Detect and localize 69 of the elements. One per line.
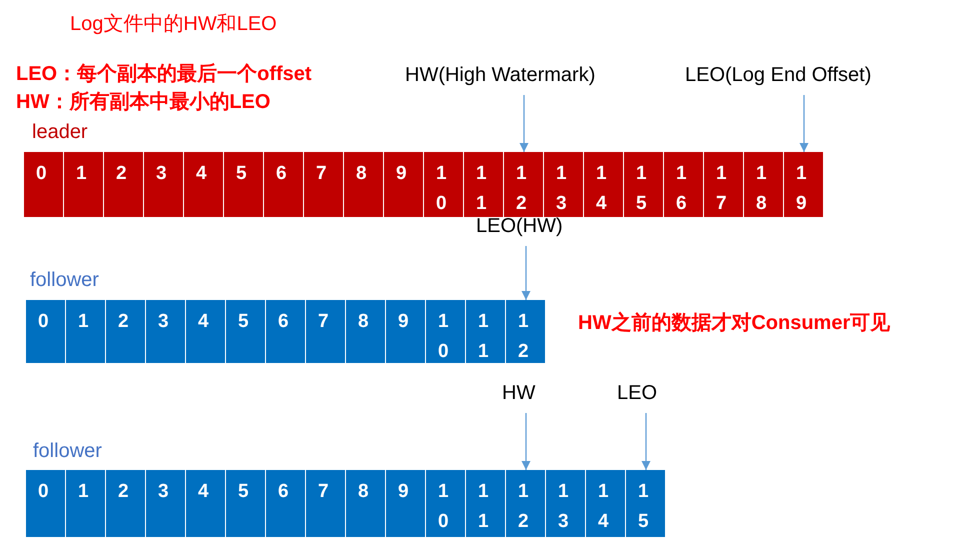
offset-cell: 7 — [304, 152, 344, 217]
offset-cell: 9 — [384, 152, 424, 217]
offset-cell: 4 — [186, 470, 226, 537]
offset-cell: 8 — [344, 152, 384, 217]
offset-cell: 7 — [306, 470, 346, 537]
offset-cell: 14 — [584, 152, 624, 217]
row-label: follower — [30, 269, 99, 292]
offset-cell: 2 — [104, 152, 144, 217]
offset-cell: 6 — [266, 300, 306, 363]
offset-cell: 6 — [264, 152, 304, 217]
pointer-label: LEO — [617, 382, 658, 405]
offset-cell: 19 — [784, 152, 824, 217]
arrow — [522, 246, 530, 300]
pointer-label: HW(High Watermark) — [405, 64, 596, 87]
log-bar — [26, 470, 666, 537]
offset-cell: 3 — [146, 470, 186, 537]
offset-cell: 9 — [386, 470, 426, 537]
arrow — [520, 95, 528, 152]
title: Log文件中的HW和LEO — [70, 12, 277, 37]
pointer-label: LEO(Log End Offset) — [685, 64, 872, 87]
offset-cell: 5 — [226, 470, 266, 537]
offset-cell: 8 — [346, 300, 386, 363]
row-label: follower — [33, 440, 102, 463]
offset-cell: 2 — [106, 300, 146, 363]
arrow — [642, 413, 650, 470]
offset-cell: 15 — [626, 470, 666, 537]
offset-cell: 9 — [386, 300, 426, 363]
offset-cell: 1 — [64, 152, 104, 217]
offset-cell: 3 — [146, 300, 186, 363]
offset-cell: 11 — [466, 470, 506, 537]
log-bar — [26, 300, 546, 363]
arrow — [522, 413, 530, 470]
offset-cell: 18 — [744, 152, 784, 217]
offset-cell: 7 — [306, 300, 346, 363]
offset-cell: 6 — [266, 470, 306, 537]
offset-cell: 11 — [464, 152, 504, 217]
offset-cell: 2 — [106, 470, 146, 537]
pointer-label: LEO(HW) — [476, 215, 563, 238]
offset-cell: 5 — [226, 300, 266, 363]
offset-cell: 0 — [26, 300, 66, 363]
arrow — [800, 95, 808, 152]
offset-cell: 16 — [664, 152, 704, 217]
offset-cell: 12 — [506, 470, 546, 537]
offset-cell: 0 — [24, 152, 64, 217]
offset-cell: 12 — [504, 152, 544, 217]
offset-cell: 4 — [184, 152, 224, 217]
offset-cell: 14 — [586, 470, 626, 537]
note-text: HW之前的数据才对Consumer可见 — [578, 310, 890, 336]
offset-cell: 10 — [424, 152, 464, 217]
definition-text: LEO：每个副本的最后一个offset — [16, 62, 312, 87]
offset-cell: 1 — [66, 470, 106, 537]
offset-cell: 3 — [144, 152, 184, 217]
offset-cell: 0 — [26, 470, 66, 537]
row-label: leader — [32, 121, 88, 144]
offset-cell: 17 — [704, 152, 744, 217]
offset-cell: 10 — [426, 470, 466, 537]
offset-cell: 1 — [66, 300, 106, 363]
log-bar — [24, 152, 824, 217]
offset-cell: 15 — [624, 152, 664, 217]
offset-cell: 13 — [544, 152, 584, 217]
offset-cell: 8 — [346, 470, 386, 537]
offset-cell: 13 — [546, 470, 586, 537]
offset-cell: 10 — [426, 300, 466, 363]
offset-cell: 4 — [186, 300, 226, 363]
definition-text: HW：所有副本中最小的LEO — [16, 90, 270, 115]
offset-cell: 11 — [466, 300, 506, 363]
offset-cell: 12 — [506, 300, 546, 363]
pointer-label: HW — [502, 382, 536, 405]
offset-cell: 5 — [224, 152, 264, 217]
